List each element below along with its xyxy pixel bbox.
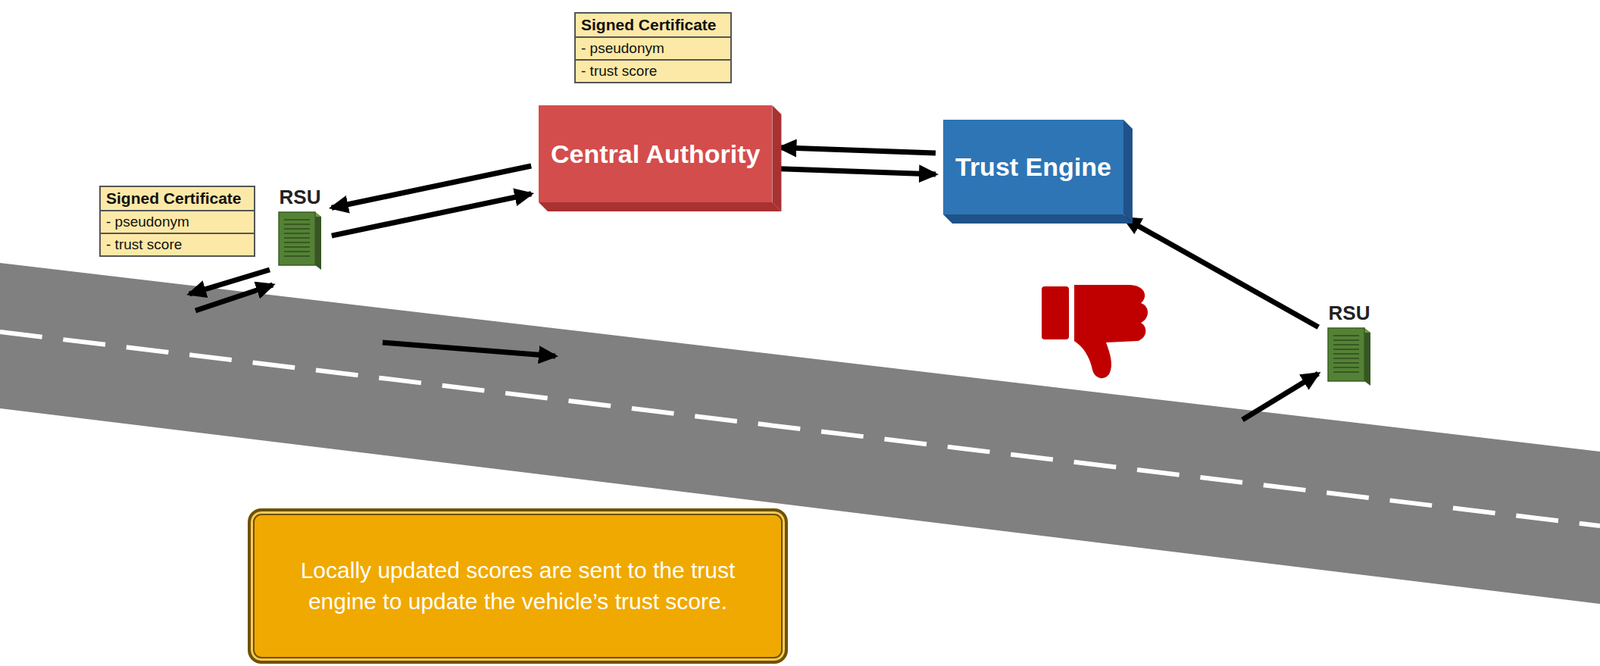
box-bottom <box>538 202 782 212</box>
icon-line <box>284 218 310 221</box>
icon-line <box>1333 343 1360 346</box>
rsu-unit: RSU <box>275 185 325 272</box>
certificate-box: Signed Certificate- pseudonym- trust sco… <box>99 185 256 257</box>
box-side <box>771 105 782 212</box>
box-label: Central Authority <box>550 137 760 171</box>
icon-line <box>1333 334 1360 337</box>
caption-text: Locally updated scores are sent to the t… <box>281 555 755 617</box>
connector <box>779 147 936 154</box>
authority-box: Central Authority <box>538 105 772 203</box>
vehicle-arrow <box>195 284 273 311</box>
certificate-field: - trust score <box>575 59 731 82</box>
certificate-title: Signed Certificate <box>575 13 731 37</box>
certificate-field: - pseudonym <box>100 209 254 233</box>
connector <box>331 193 532 236</box>
certificate-title: Signed Certificate <box>100 187 254 210</box>
icon-line <box>284 237 310 239</box>
icon-front <box>278 212 316 266</box>
certificate-field: - trust score <box>100 232 254 256</box>
rsu-label: RSU <box>279 185 322 210</box>
certificate-box: Signed Certificate- pseudonym- trust sco… <box>574 12 732 84</box>
road <box>0 262 1600 604</box>
rsu-icon <box>1325 325 1374 388</box>
icon-line <box>1333 353 1360 355</box>
thumbs-down <box>1041 284 1148 379</box>
icon-line <box>284 241 310 244</box>
icon-line <box>284 255 310 257</box>
rsu-label: RSU <box>1328 301 1371 325</box>
icon-line <box>284 223 310 225</box>
box-bottom <box>943 214 1133 224</box>
icon-line <box>1333 339 1360 341</box>
certificate-field: - pseudonym <box>575 36 731 60</box>
connector <box>779 168 936 175</box>
box-side <box>1123 119 1133 224</box>
vehicle-arrow <box>1242 373 1319 420</box>
rsu-icon <box>275 209 325 272</box>
icon-line <box>1333 366 1360 369</box>
icon-line <box>1333 371 1360 373</box>
connector <box>1124 218 1319 328</box>
icon-line <box>1333 348 1360 350</box>
box-label: Trust Engine <box>955 150 1112 184</box>
vehicle-arrow <box>382 342 556 357</box>
icon-front <box>1328 328 1365 382</box>
icon-line <box>284 246 310 248</box>
icon-side <box>315 212 322 270</box>
icon-line <box>284 228 310 230</box>
icon-line <box>1333 362 1360 364</box>
icon-line <box>1333 357 1360 360</box>
icon-line <box>284 250 310 253</box>
caption-box: Locally updated scores are sent to the t… <box>247 508 788 664</box>
rsu-unit: RSU <box>1325 301 1374 388</box>
icon-line <box>284 232 310 235</box>
icon-side <box>1364 328 1371 386</box>
engine-box: Trust Engine <box>943 119 1124 215</box>
